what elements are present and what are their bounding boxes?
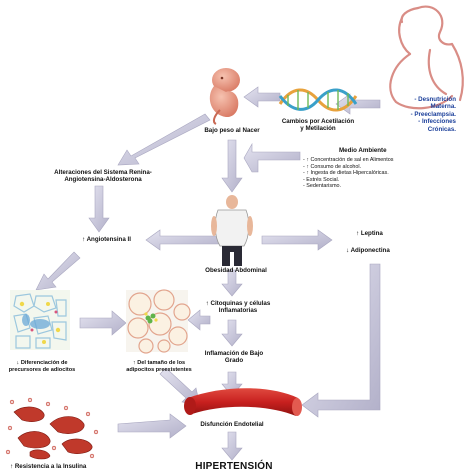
leptin-label: ↑ Leptina: [356, 230, 383, 237]
arrow-cytokines-to-tissue: [187, 309, 211, 331]
adiponectin-label: ↓ Adiponectina: [346, 247, 390, 254]
endothelial-label: Disfunción Endotelial: [200, 421, 264, 428]
adipocyte-size-label: ↑ Del tamaño de los adipocitos preexiste…: [126, 360, 192, 373]
epigenetic-label: Cambios por Acetilación y Metilación: [281, 118, 355, 133]
maternal-factors: - Desnutrición Materna. - Preeclampsia. …: [410, 96, 456, 133]
arrow-leptin-to-endothelial: [301, 263, 381, 418]
blood-vessel-icon: [184, 388, 302, 416]
arrow-fetus-to-raas: [117, 113, 211, 166]
arrow-epigenetic-to-fetus: [243, 86, 281, 108]
arrow-endothelial-to-hypertension: [221, 431, 243, 461]
environment-list: - ↑ Concentración de sal en Alimentos - …: [303, 157, 394, 190]
obesity-label: Obesidad Abdominal: [205, 267, 267, 274]
angiotensin-label: ↑ Angiotensina II: [82, 236, 131, 243]
environment-item: - Sedentarismo.: [303, 183, 342, 190]
insulin-resistance-label: ↑ Resistencia a la Insulina: [10, 463, 87, 470]
low-birth-weight-label: Bajo peso al Nacer: [204, 127, 260, 134]
environment-item: - ↑ Ingesta de dietas Hipercalóricas.: [303, 170, 389, 177]
arrow-fetus-to-obesity: [221, 139, 243, 193]
hypertension-label: HIPERTENSIÓN: [195, 461, 273, 472]
arrow-tissue-to-tissue: [79, 310, 127, 336]
arrow-angiotensin-to-tissue: [35, 251, 81, 291]
environment-title: Medio Ambiente: [339, 147, 387, 154]
arrow-environment-to-obesity: [243, 142, 301, 173]
fetus-icon: [209, 68, 240, 125]
adipose-tissue-icon: [10, 290, 70, 350]
environment-item: - Estrés Social.: [303, 176, 340, 183]
environment-item: - ↑ Concentración de sal en Alimentos: [303, 157, 394, 163]
cytokines-label: ↑ Citoquinas y células Inflamatorias: [205, 300, 271, 315]
adipocyte-differentiation-label: ↓ Diferenciación de precursores de adioc…: [8, 360, 76, 373]
arrow-cytokines-to-inflammation: [221, 319, 243, 347]
dna-helix-icon: [278, 88, 358, 112]
arrow-raas-to-angiotensin: [88, 185, 110, 233]
raas-label: Alteraciones del Sistema Renina- Angiote…: [54, 169, 152, 184]
arrow-obesity-to-leptin: [261, 229, 333, 251]
environment-item: - ↑ Consumo de alcohol.: [303, 163, 362, 170]
arrow-obesity-to-cytokines: [221, 269, 243, 297]
obese-man-icon: [211, 195, 253, 266]
arrow-obesity-to-angiotensin: [145, 229, 225, 251]
pregnant-woman-icon: [389, 5, 464, 110]
arrow-insulin-to-endothelial: [117, 413, 187, 439]
enlarged-adipocytes-icon: [126, 289, 191, 354]
insulin-resistant-cells-icon: [5, 397, 99, 460]
inflammation-label: Inflamación de Bajo Grado: [204, 350, 264, 365]
